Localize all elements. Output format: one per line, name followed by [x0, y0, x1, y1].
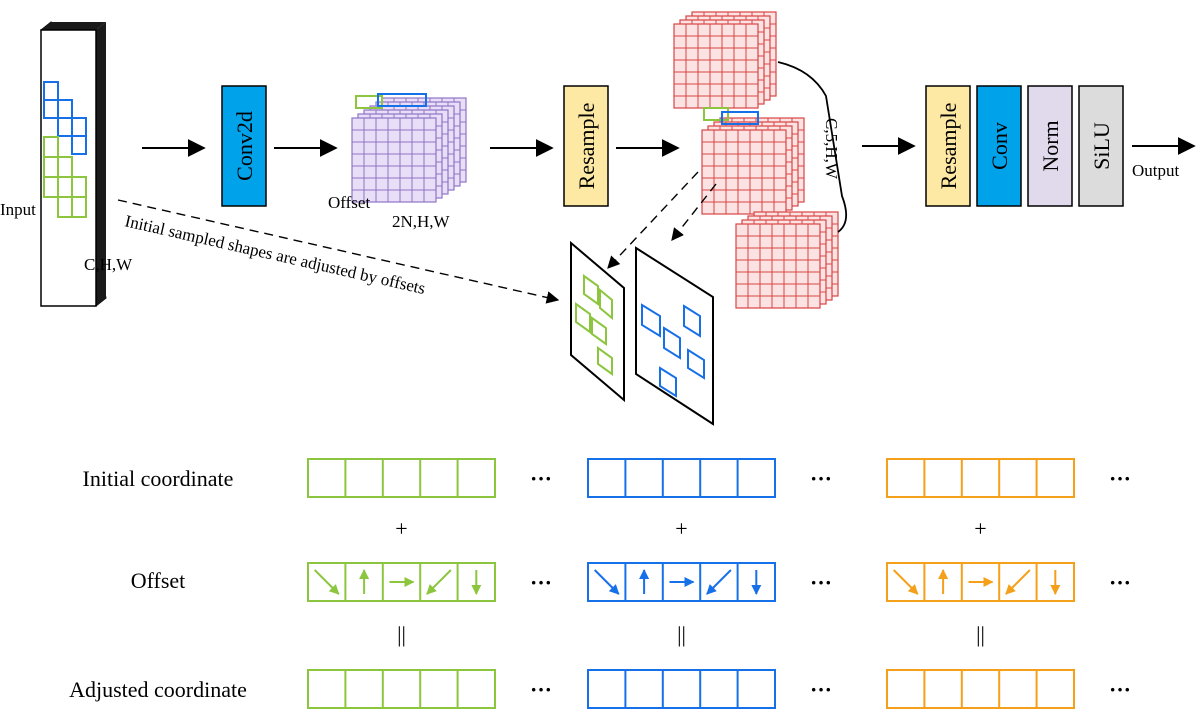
conv2d-label: Conv2d [232, 111, 257, 181]
ellipsis: ··· [1109, 677, 1131, 702]
red-cube-bottom-layer [735, 223, 821, 309]
offset-cube-layer [351, 117, 437, 203]
red-cube-mid [701, 107, 805, 215]
output-label: Output [1132, 161, 1180, 180]
input-label: Input [0, 200, 36, 219]
ellipsis: ··· [530, 677, 552, 702]
ellipsis: ··· [530, 466, 552, 491]
dashed-arrow-cube-to-blue-plane [671, 183, 717, 241]
stack-dims: C,5,H,W [822, 118, 841, 180]
blue-plus: + [675, 516, 687, 541]
blue-coord-row-2 [587, 669, 776, 709]
green-coord-row-2 [307, 669, 496, 709]
ellipsis: ··· [810, 570, 832, 595]
red-cube-blue-highlight [721, 111, 759, 125]
op-label: Resample [936, 103, 961, 190]
input-dims: C,H,W [84, 255, 133, 274]
ellipsis: ··· [1109, 466, 1131, 491]
resample-box-1: Resample [563, 85, 609, 207]
green-plus: + [395, 516, 407, 541]
row-label-initial: Initial coordinate [83, 466, 234, 491]
arrow-down-right-icon [313, 569, 340, 595]
ellipsis: ··· [810, 466, 832, 491]
row-label-adjusted: Adjusted coordinate [69, 677, 247, 702]
orange-coord-row-0 [886, 458, 1075, 498]
post-ops: Resample Conv Norm SiLU [925, 85, 1124, 207]
dashed-note: Initial sampled shapes are adjusted by o… [123, 211, 427, 298]
op-box-resample: Resample [925, 85, 971, 207]
green-equals: || [397, 622, 406, 647]
op-label: Conv [987, 122, 1012, 170]
op-box-conv: Conv [976, 85, 1022, 207]
offset-blue-highlight [377, 93, 427, 107]
arrow-down-right-icon [892, 569, 919, 595]
resample-label-1: Resample [574, 103, 599, 190]
offset-dims: 2N,H,W [392, 212, 451, 231]
arrow-down-left-icon [706, 569, 732, 595]
dashed-arrow-cube-to-green-plane [607, 171, 699, 269]
red-cube-top [673, 11, 777, 109]
dashed-arrow-input-to-green-plane [117, 199, 560, 304]
red-cube-green-highlight [703, 107, 729, 121]
green-sample-plane [570, 240, 625, 403]
ellipsis: ··· [1109, 570, 1131, 595]
blue-sample-plane [635, 246, 714, 426]
ellipsis: ··· [810, 677, 832, 702]
ellipsis: ··· [530, 570, 552, 595]
red-cube-bottom [735, 211, 839, 309]
green-coord-row-1 [307, 562, 496, 602]
op-box-norm: Norm [1027, 85, 1073, 207]
input-blue-grid [43, 81, 87, 155]
blue-coord-row-1 [587, 562, 776, 602]
green-coord-row-0 [307, 458, 496, 498]
op-label: Norm [1038, 120, 1063, 171]
arrow-down-left-icon [1005, 569, 1031, 595]
orange-equals: || [976, 622, 985, 647]
arrow-down-left-icon [426, 569, 452, 595]
offset-green-highlight [355, 95, 383, 109]
op-label: SiLU [1089, 122, 1114, 170]
orange-coord-row-2 [886, 669, 1075, 709]
conv2d-box: Conv2d [221, 85, 267, 207]
row-label-offset: Offset [131, 568, 186, 593]
offset-cube [351, 93, 467, 203]
blue-equals: || [677, 622, 686, 647]
coordinate-table: + || ··· ··· ··· + || ··· ··· ··· + || ··· ··· ··· [307, 458, 1131, 709]
input-green-grid [43, 136, 87, 218]
orange-plus: + [974, 516, 986, 541]
orange-coord-row-1 [886, 562, 1075, 602]
offset-label: Offset [328, 193, 370, 212]
blue-coord-row-0 [587, 458, 776, 498]
op-box-silu: SiLU [1078, 85, 1124, 207]
arrow-down-right-icon [593, 569, 620, 595]
input-top-dark [41, 22, 106, 30]
stack-brace [777, 61, 848, 233]
red-cube-top-layer [673, 23, 759, 109]
input-front-white-rect [40, 29, 97, 307]
input-side-dark [96, 22, 106, 306]
red-cube-mid-layer [701, 129, 787, 215]
